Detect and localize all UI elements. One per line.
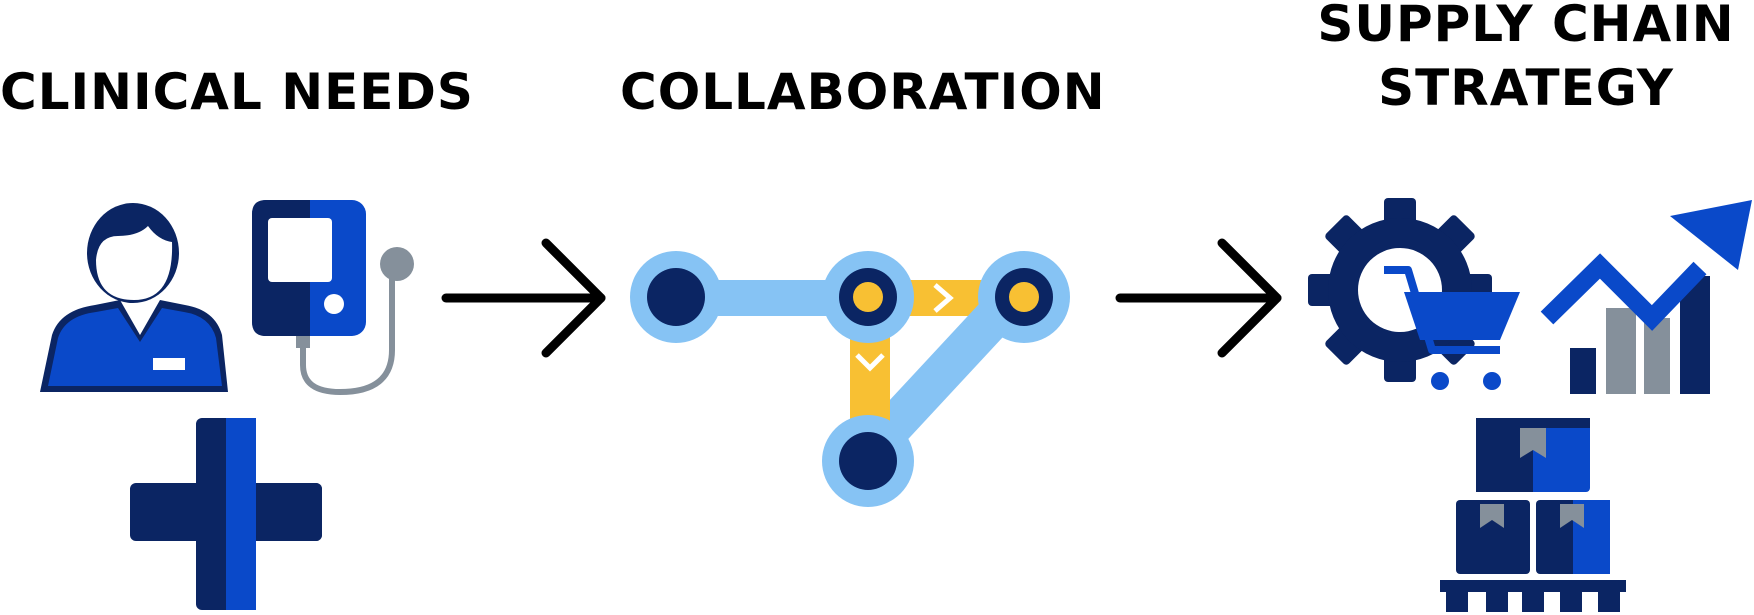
network-nodes-icon [630,251,1070,507]
growth-chart-icon [1540,200,1752,394]
stacked-boxes-icon [1440,418,1626,612]
heading-clinical-needs: CLINICAL NEEDS [0,63,474,121]
clinician-icon [40,203,228,392]
arrow-right-icon [441,238,606,358]
medical-cross-icon [130,418,322,610]
medical-device-icon [252,200,414,396]
gear-cart-icon [1308,198,1520,390]
heading-supply-chain-strategy: SUPPLY CHAIN STRATEGY [1296,0,1754,120]
arrow-right-icon [1115,238,1282,358]
heading-supply-chain-line1: SUPPLY CHAIN [1317,0,1735,53]
heading-supply-chain-line2: STRATEGY [1378,59,1674,117]
heading-collaboration: COLLABORATION [620,63,1106,121]
